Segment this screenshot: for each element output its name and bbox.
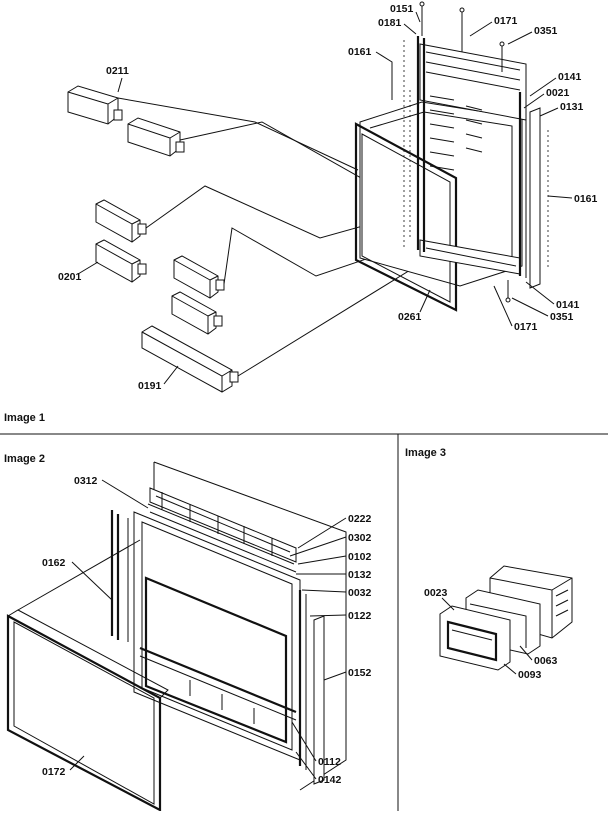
- screws-image2: [161, 492, 273, 724]
- image1-leaders: [77, 11, 573, 385]
- label-0162: 0162: [42, 557, 66, 569]
- image3-title: Image 3: [405, 447, 446, 459]
- shelf-0201-a: [95, 199, 147, 243]
- image1-labels: 0151 0181 0171 0351 0161 0211 0141 0021 …: [58, 3, 598, 392]
- bin-front-0023: [439, 605, 511, 671]
- shelf-0191: [141, 325, 239, 393]
- gasket-0261: [354, 122, 458, 312]
- door-frame: [419, 43, 527, 275]
- image3-labels: 0023 0063 0093: [424, 587, 558, 681]
- label-0351-bottom: 0351: [550, 311, 574, 323]
- label-0132: 0132: [348, 569, 372, 581]
- label-0021: 0021: [546, 87, 570, 99]
- bin-0211-a: [67, 85, 123, 125]
- image3-leaders: [441, 597, 533, 675]
- label-0261: 0261: [398, 311, 422, 323]
- label-0171-bottom: 0171: [514, 321, 538, 333]
- image2-leaders: [69, 479, 347, 780]
- trim-0122: [298, 590, 307, 770]
- label-0152: 0152: [348, 667, 372, 679]
- label-0222: 0222: [348, 513, 372, 525]
- image1-assembly: [67, 1, 549, 393]
- shelf-d: [171, 291, 223, 335]
- trim-0112: [139, 646, 297, 721]
- trim-0181: [416, 36, 426, 252]
- shelf-c: [173, 255, 225, 299]
- label-0191: 0191: [138, 380, 162, 392]
- label-0211: 0211: [106, 65, 129, 77]
- label-0151: 0151: [390, 3, 414, 15]
- label-0122: 0122: [348, 610, 372, 622]
- label-0093: 0093: [518, 669, 542, 681]
- screws-image1: [419, 1, 511, 303]
- section-dividers: [0, 433, 608, 811]
- label-0023: 0023: [424, 587, 448, 599]
- shelf-0201-b: [95, 239, 147, 283]
- trim-0131: [518, 92, 527, 278]
- label-0141-bottom: 0141: [556, 299, 580, 311]
- label-0161-left: 0161: [348, 46, 372, 58]
- gasket-0172: [6, 609, 169, 812]
- trim-0162: [110, 510, 135, 644]
- label-0171-top: 0171: [494, 15, 518, 27]
- label-0161-right: 0161: [574, 193, 598, 205]
- trim-0222: [149, 487, 297, 563]
- image2-title: Image 2: [4, 453, 45, 465]
- image2-labels: 0312 0222 0302 0102 0132 0032 0162 0122 …: [42, 475, 372, 786]
- label-0032: 0032: [348, 587, 372, 599]
- image3-assembly: [439, 565, 573, 671]
- label-0201: 0201: [58, 271, 82, 283]
- label-0172: 0172: [42, 766, 66, 778]
- label-0351-top: 0351: [534, 25, 558, 37]
- image1-title: Image 1: [4, 412, 45, 424]
- label-0112: 0112: [318, 756, 341, 768]
- label-0142: 0142: [318, 774, 342, 786]
- trim-0152: [313, 615, 325, 785]
- trim-0161-right: [529, 107, 541, 289]
- label-0063: 0063: [534, 655, 558, 667]
- label-0102: 0102: [348, 551, 372, 563]
- label-0181: 0181: [378, 17, 402, 29]
- bin-0211-b: [127, 117, 185, 157]
- label-0302: 0302: [348, 532, 372, 544]
- label-0141-top: 0141: [558, 71, 582, 83]
- image2-assembly: [6, 461, 347, 812]
- label-0131: 0131: [560, 101, 584, 113]
- label-0312: 0312: [74, 475, 98, 487]
